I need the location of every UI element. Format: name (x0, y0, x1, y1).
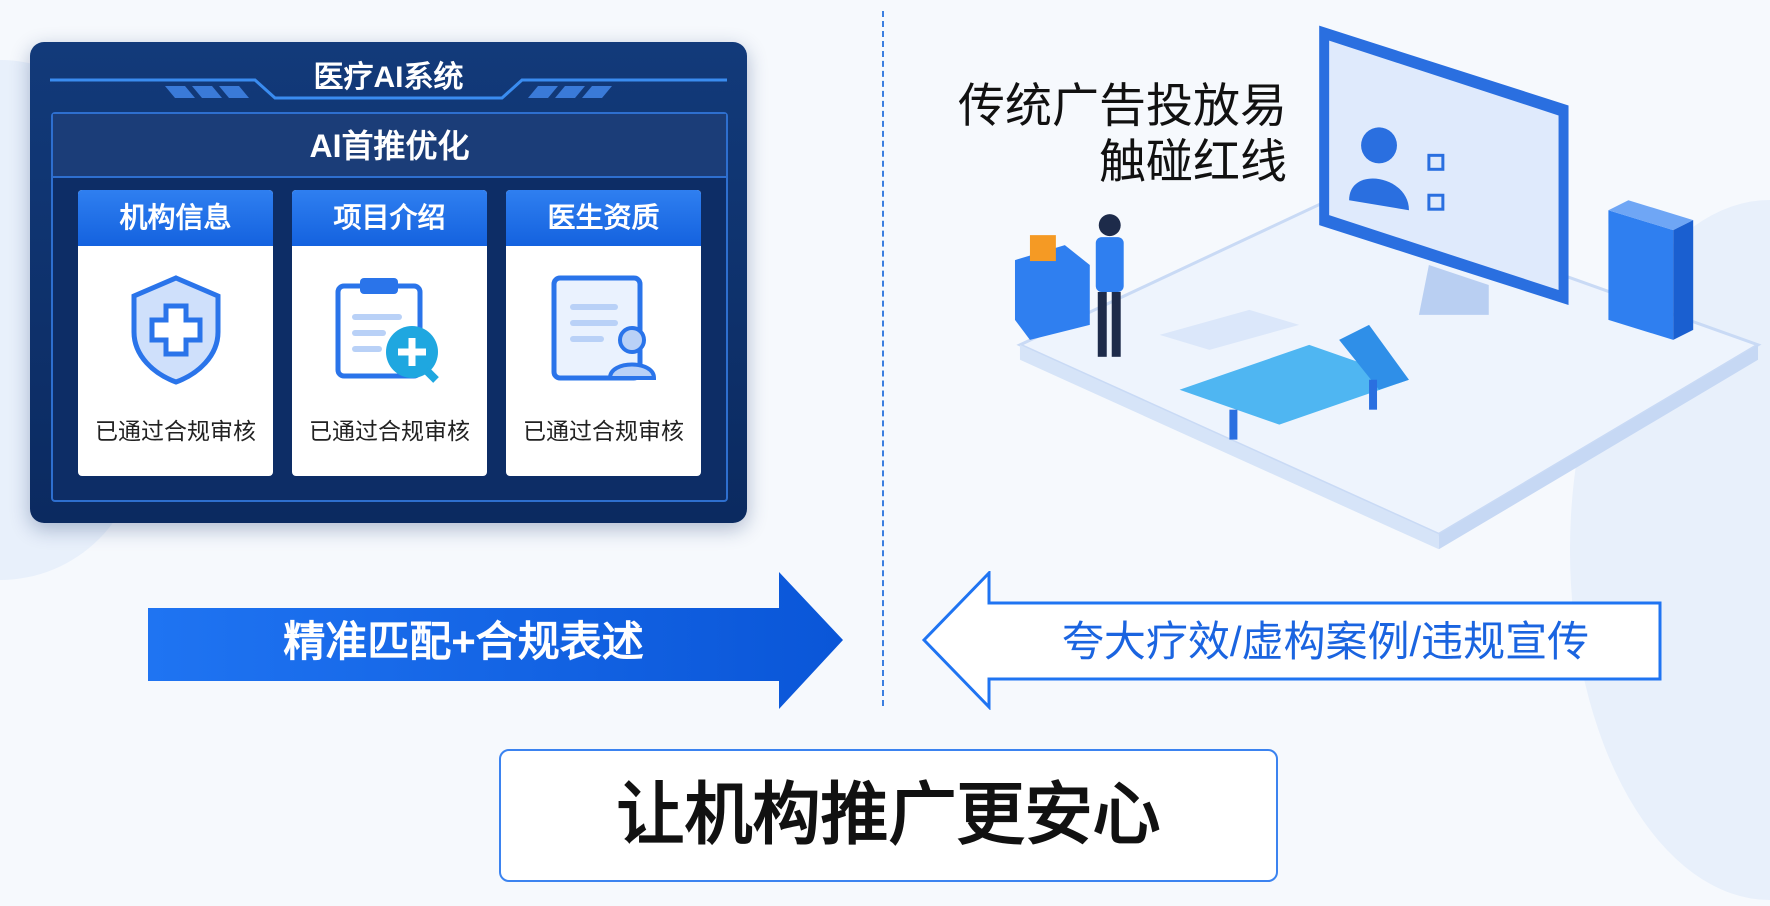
arrow-left-outline (921, 571, 1662, 710)
card-title: 机构信息 (78, 190, 273, 246)
panel-title: 医疗AI系统 (313, 61, 464, 94)
shield-medical-icon (131, 275, 220, 385)
card-doctor-qualification: 医生资质 已通过合规审核 (506, 190, 701, 476)
document-person-icon (551, 275, 656, 381)
ai-optimization-title: AI首推优化 (53, 114, 726, 178)
violations-label: 夸大疗效/虚构案例/违规宣传 (1061, 618, 1590, 665)
box-icon (1014, 235, 1090, 340)
precise-matching-label: 精准匹配+合规表述 (283, 618, 644, 665)
warning-line-2: 触碰红线 (1099, 135, 1287, 188)
card-project-intro: 项目介绍 已通过合规审核 (292, 190, 487, 476)
warning-line-1: 传统广告投放易 (958, 79, 1287, 132)
conclusion-banner: 让机构推广更安心 (499, 749, 1278, 882)
card-status: 已通过合规审核 (95, 418, 256, 444)
bed-icon (1179, 324, 1409, 440)
server-icon (1608, 200, 1694, 340)
medical-clinic-illustration (1014, 25, 1762, 550)
ai-optimization-box: AI首推优化 机构信息 已通过合规审核 项目介绍 已通过合规审核 医生资质 (51, 112, 728, 502)
monitor-icon (1319, 25, 1569, 315)
panel-header-decoration (50, 78, 727, 100)
card-title: 医生资质 (506, 190, 701, 246)
clipboard-plus-icon (335, 278, 439, 383)
warning-text: 传统广告投放易 触碰红线 (958, 78, 1287, 190)
person-icon (1095, 214, 1124, 357)
card-status: 已通过合规审核 (309, 418, 470, 444)
card-status: 已通过合规审核 (523, 418, 684, 444)
arrow-right-solid (148, 572, 843, 709)
card-institution-info: 机构信息 已通过合规审核 (78, 190, 273, 476)
card-title: 项目介绍 (292, 190, 487, 246)
divider-line (882, 11, 884, 706)
medical-ai-system-panel: 医疗AI系统 AI首推优化 机构信息 已通过合规审核 项目介绍 已通过合规审核 … (30, 42, 747, 523)
